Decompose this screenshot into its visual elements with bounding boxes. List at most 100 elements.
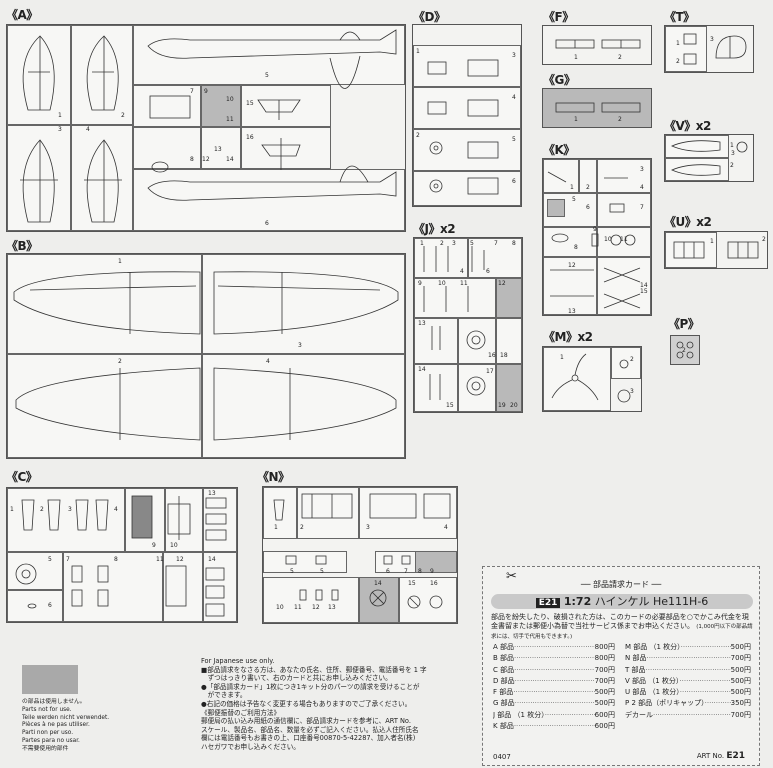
card-intro-small: (1,000円以下の部品請求には、切手で代用もできます。) <box>491 624 753 640</box>
part-number: 6 <box>265 220 269 227</box>
sprue-c-cell-9 <box>125 488 165 552</box>
part-number: 9 <box>418 280 422 287</box>
note-line: 郵便局の払い込み用紙の通信欄に、部品請求カードを参考に、ART No. <box>201 717 411 726</box>
part-number: 1 <box>420 240 424 247</box>
part-number: 3 <box>512 52 516 59</box>
price-value: 600円 <box>594 710 615 719</box>
price-row: A 部品800円 <box>493 642 615 653</box>
note-line: 欄には電話番号もお書きの上、口座番号00870-5-42287、加入者名(株) <box>201 734 416 743</box>
part-number: 1 <box>118 258 122 265</box>
sprue-k-cell-3 <box>597 159 651 193</box>
part-number: 2 <box>630 356 634 363</box>
sprue-a-cell-16 <box>241 127 331 169</box>
part-number: 1 <box>274 524 278 531</box>
part-number: 6 <box>386 568 390 575</box>
price-row: M 部品 （1 枚分）500円 <box>625 642 751 653</box>
part-number: 11 <box>156 556 164 563</box>
sprue-d-cell-4 <box>413 171 521 206</box>
note-line: ハセガワでお申し込みください。 <box>201 742 300 751</box>
sprue-j-cell-1 <box>414 238 468 278</box>
part-number: 16 <box>246 134 254 141</box>
part-number: 11 <box>294 604 302 611</box>
sprue-k-cell-5-shaded <box>547 199 565 217</box>
price-item: F 部品 <box>493 687 595 698</box>
part-number: 14 <box>208 556 216 563</box>
sprue-m-cell-1 <box>543 347 611 411</box>
section-v-label: 《V》x2 <box>664 119 711 133</box>
ordering-notes: For Japanese use only. ■部品請求をなさる方は、あなたの氏… <box>201 657 501 752</box>
price-item: K 部品 <box>493 721 595 732</box>
price-item: B 部品 <box>493 653 595 664</box>
not-used-text: Pièces à ne pas utiliser. <box>22 722 90 729</box>
part-number: 7 <box>66 556 70 563</box>
price-row: N 部品700円 <box>625 653 751 664</box>
part-number: 1 <box>58 112 62 119</box>
sprue-v-cell-2 <box>665 158 729 181</box>
part-number: 20 <box>510 402 518 409</box>
sprue-c-cell-1 <box>7 488 125 552</box>
price-value: 700円 <box>594 676 615 685</box>
part-number: 17 <box>486 368 494 375</box>
not-used-swatch <box>22 665 78 694</box>
part-number: 3 <box>640 166 644 173</box>
note-line: ●右記の価格は予告なく変更する場合もありますのでご了承ください。 <box>201 699 412 708</box>
product-scale: 1:72 <box>563 595 592 608</box>
part-number: 11 <box>460 280 468 287</box>
sprue-d-cell-1 <box>413 45 521 87</box>
price-item: J 部品 （1 枚分） <box>493 710 595 721</box>
part-number: 2 <box>682 347 686 354</box>
scissors-icon: ✂ <box>506 569 517 584</box>
part-number: 5 <box>48 556 52 563</box>
price-row: C 部品700円 <box>493 665 615 676</box>
part-number: 12 <box>176 556 184 563</box>
part-number: 5 <box>265 72 269 79</box>
price-list-right: M 部品 （1 枚分）500円 N 部品700円 T 部品500円 V 部品 （… <box>625 642 751 721</box>
sprue-b-cell-2 <box>7 354 202 458</box>
sprue-m-cell-2 <box>611 347 641 379</box>
sprue-n-cell-1 <box>263 487 297 539</box>
part-number: 19 <box>498 402 506 409</box>
part-number: 2 <box>300 524 304 531</box>
sprue-f <box>542 25 652 65</box>
sprue-a-cell-4 <box>71 125 133 231</box>
section-p-label: 《P》 <box>668 317 700 331</box>
sprue-v-cell-1 <box>665 135 729 158</box>
section-u-label: 《U》x2 <box>664 215 712 229</box>
part-number: 5 <box>470 240 474 247</box>
part-number: 1 <box>730 142 734 149</box>
price-value: 500円 <box>730 676 751 685</box>
not-used-text: Parts not for use. <box>22 706 72 713</box>
art-number-code: E21 <box>726 751 745 761</box>
sprue-j-cell-9 <box>414 278 496 318</box>
part-number: 9 <box>152 542 156 549</box>
price-value: 500円 <box>730 688 751 697</box>
sprue-d <box>412 24 522 207</box>
part-number: 2 <box>586 184 590 191</box>
sprue-n-cell-8 <box>415 551 457 573</box>
part-number: 4 <box>460 268 464 275</box>
sprue-b-cell-4 <box>202 354 405 458</box>
price-item: M 部品 （1 枚分） <box>625 642 731 653</box>
section-m-label: 《M》x2 <box>543 330 593 344</box>
price-row: D 部品700円 <box>493 676 615 687</box>
section-k-label: 《K》 <box>543 143 575 157</box>
part-number: 11 <box>226 116 234 123</box>
price-item: D 部品 <box>493 676 595 687</box>
sprue-a-cell-9 <box>201 85 241 127</box>
part-number: 2 <box>416 132 420 139</box>
sprue-d-cell-2 <box>413 87 521 129</box>
price-item: N 部品 <box>625 653 731 664</box>
part-number: 11 <box>620 236 628 243</box>
sprue-a-cell-2 <box>71 25 133 125</box>
price-value: 350円 <box>730 699 751 708</box>
price-value: 700円 <box>730 710 751 719</box>
sprue-a-cell-12 <box>201 127 241 169</box>
sprue-k-cell-7 <box>597 193 651 227</box>
part-number: 16 <box>488 352 496 359</box>
sprue-c-cell-7 <box>63 552 163 622</box>
part-number: 12 <box>568 262 576 269</box>
sprue-n <box>262 486 458 624</box>
price-item: T 部品 <box>625 665 731 676</box>
sprue-a-cell-1 <box>7 25 71 125</box>
art-number-prefix: ART No. <box>696 752 727 760</box>
